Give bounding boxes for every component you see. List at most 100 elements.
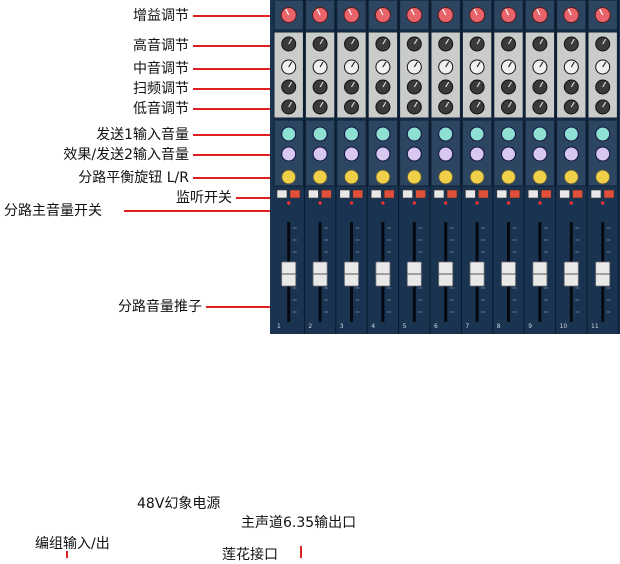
pfl-button[interactable] bbox=[276, 189, 288, 199]
bass-knob-pointer bbox=[288, 101, 293, 108]
lead-line-xlr bbox=[300, 546, 302, 558]
mute-button[interactable] bbox=[352, 189, 364, 199]
bass-knob[interactable] bbox=[375, 99, 391, 115]
send2-knob[interactable] bbox=[563, 146, 579, 162]
send1-knob[interactable] bbox=[438, 126, 454, 142]
pan-knob[interactable] bbox=[312, 169, 328, 185]
pfl-button[interactable] bbox=[465, 189, 476, 199]
lead-line-monitor bbox=[236, 197, 273, 199]
sweep-knob[interactable] bbox=[375, 79, 391, 95]
bass-knob-pointer bbox=[445, 101, 450, 108]
send1-knob[interactable] bbox=[344, 126, 359, 142]
pan-knob[interactable] bbox=[438, 169, 454, 185]
treble-knob[interactable] bbox=[375, 36, 391, 52]
label-pan: 分路平衡旋钮 L/R bbox=[78, 170, 189, 186]
sweep-knob-pointer bbox=[445, 81, 450, 88]
gain-knob-pointer bbox=[599, 8, 604, 16]
pan-knob[interactable] bbox=[469, 169, 485, 185]
pfl-button[interactable] bbox=[559, 189, 570, 199]
pan-knob[interactable] bbox=[501, 169, 516, 185]
treble-knob-pointer bbox=[476, 38, 481, 45]
mute-button[interactable] bbox=[572, 189, 583, 199]
send1-knob[interactable] bbox=[375, 126, 391, 142]
gain-knob[interactable] bbox=[437, 7, 454, 23]
lead-line-fader bbox=[206, 306, 273, 308]
bass-knob-pointer bbox=[319, 101, 324, 108]
pfl-button[interactable] bbox=[402, 189, 413, 199]
lead-line-mid bbox=[193, 68, 273, 70]
mute-button[interactable] bbox=[478, 189, 489, 199]
gain-knob[interactable] bbox=[531, 7, 548, 23]
bass-knob-pointer bbox=[539, 101, 544, 108]
pan-knob[interactable] bbox=[281, 169, 297, 185]
send2-knob[interactable] bbox=[501, 146, 516, 162]
mid-knob-pointer bbox=[288, 61, 293, 68]
sweep-knob-pointer bbox=[476, 81, 481, 88]
mute-button[interactable] bbox=[289, 189, 301, 199]
gain-knob[interactable] bbox=[280, 7, 297, 23]
mute-button[interactable] bbox=[446, 189, 458, 199]
send2-knob[interactable] bbox=[344, 146, 359, 162]
send2-knob[interactable] bbox=[312, 146, 328, 162]
lead-line-gain bbox=[193, 15, 273, 17]
treble-knob-pointer bbox=[570, 38, 575, 45]
mute-button[interactable] bbox=[415, 189, 426, 199]
pfl-button[interactable] bbox=[496, 189, 508, 199]
pfl-button[interactable] bbox=[339, 189, 351, 199]
pfl-button[interactable] bbox=[308, 189, 319, 199]
send2-knob[interactable] bbox=[469, 146, 485, 162]
bass-knob-pointer bbox=[350, 101, 356, 108]
pfl-button[interactable] bbox=[527, 189, 539, 199]
send1-knob[interactable] bbox=[469, 126, 485, 142]
gain-section bbox=[493, 0, 524, 31]
bass-knob[interactable] bbox=[406, 99, 422, 115]
mid-knob[interactable] bbox=[406, 59, 422, 75]
send2-knob[interactable] bbox=[438, 146, 454, 162]
peak-led bbox=[412, 201, 416, 205]
send2-knob[interactable] bbox=[532, 146, 548, 162]
peak-led bbox=[475, 201, 479, 205]
lead-line-send2 bbox=[193, 154, 273, 156]
send1-knob[interactable] bbox=[312, 126, 328, 142]
pan-knob[interactable] bbox=[406, 169, 422, 185]
pfl-button[interactable] bbox=[590, 189, 602, 199]
label-send1: 发送1输入音量 bbox=[96, 127, 189, 143]
pan-knob[interactable] bbox=[595, 169, 611, 185]
treble-knob-pointer bbox=[382, 38, 387, 45]
sweep-knob[interactable] bbox=[406, 79, 422, 95]
send1-knob[interactable] bbox=[501, 126, 516, 142]
send2-knob[interactable] bbox=[406, 146, 422, 162]
pan-knob[interactable] bbox=[344, 169, 359, 185]
pfl-button[interactable] bbox=[370, 189, 382, 199]
pfl-button[interactable] bbox=[433, 189, 445, 199]
channel-number: 11 bbox=[591, 323, 599, 330]
send2-knob[interactable] bbox=[595, 146, 611, 162]
mute-button[interactable] bbox=[540, 189, 552, 199]
gain-knob[interactable] bbox=[312, 7, 329, 23]
send1-knob[interactable] bbox=[563, 126, 579, 142]
mute-button[interactable] bbox=[603, 189, 615, 199]
send1-knob[interactable] bbox=[532, 126, 548, 142]
pan-knob[interactable] bbox=[375, 169, 391, 185]
treble-knob[interactable] bbox=[406, 36, 422, 52]
gain-knob-pointer bbox=[473, 8, 478, 16]
send2-knob[interactable] bbox=[281, 146, 297, 162]
mute-button[interactable] bbox=[383, 189, 395, 199]
channel-number: 5 bbox=[403, 323, 407, 330]
mute-button[interactable] bbox=[509, 189, 521, 199]
sweep-knob-pointer bbox=[288, 81, 293, 88]
send1-knob[interactable] bbox=[595, 126, 611, 142]
mid-knob[interactable] bbox=[375, 59, 391, 75]
peak-led bbox=[349, 201, 354, 205]
peak-led bbox=[569, 201, 573, 205]
send1-knob[interactable] bbox=[281, 126, 297, 142]
sweep-knob-pointer bbox=[507, 81, 513, 88]
pan-knob[interactable] bbox=[563, 169, 579, 185]
send2-knob[interactable] bbox=[375, 146, 391, 162]
send1-knob[interactable] bbox=[406, 126, 422, 142]
pan-knob[interactable] bbox=[532, 169, 548, 185]
mute-button[interactable] bbox=[321, 189, 332, 199]
label-sweep: 扫频调节 bbox=[133, 81, 189, 97]
lead-line-group-io bbox=[66, 551, 68, 558]
